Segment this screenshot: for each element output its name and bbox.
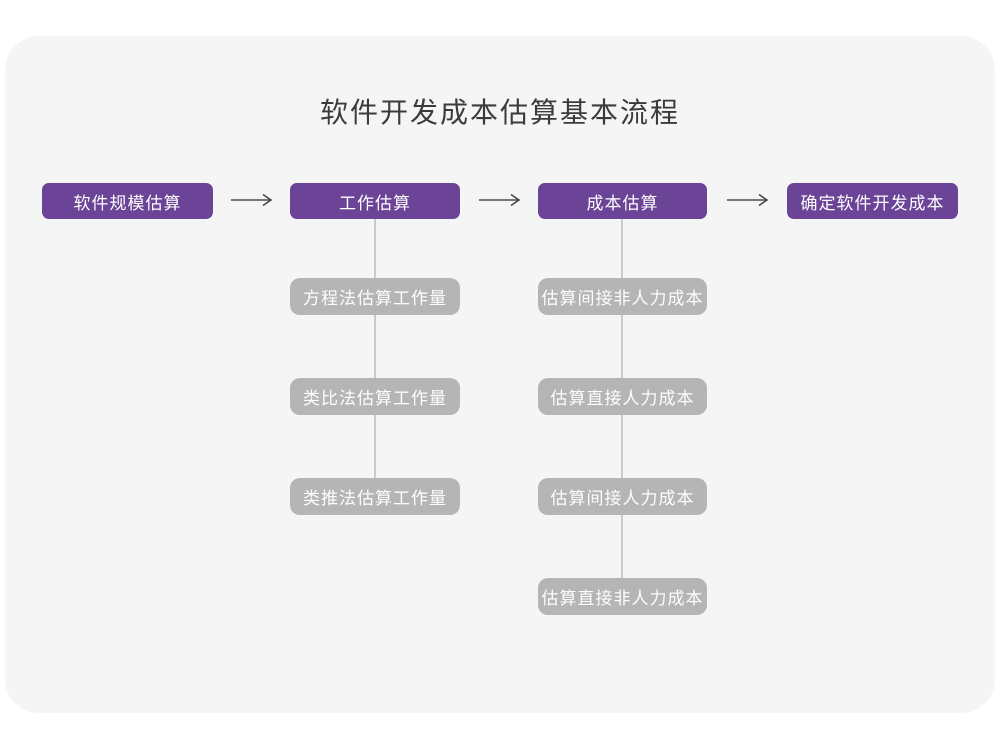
page-title: 软件开发成本估算基本流程 [319, 97, 680, 128]
flow-arrow-icon [478, 192, 522, 208]
flowchart-card [5, 36, 995, 713]
method-label: 类比法估算工作量 [303, 389, 447, 408]
stage-label: 工作估算 [339, 193, 411, 213]
cost-step-box-indirect-nonlabor: 估算间接非人力成本 [538, 278, 707, 315]
stage-box-work-estimation: 工作估算 [290, 183, 460, 219]
flow-arrow-icon [230, 192, 274, 208]
cost-step-box-direct-labor: 估算直接人力成本 [538, 378, 707, 415]
cost-step-label: 估算直接人力成本 [550, 389, 695, 408]
method-box-equation: 方程法估算工作量 [290, 278, 460, 315]
cost-step-label: 估算间接人力成本 [550, 489, 695, 508]
connector-line-work-estimation [374, 219, 376, 479]
stage-label: 软件规模估算 [73, 193, 182, 213]
cost-step-box-indirect-labor: 估算间接人力成本 [538, 478, 707, 515]
method-label: 类推法估算工作量 [303, 489, 447, 508]
cost-step-box-direct-nonlabor: 估算直接非人力成本 [538, 578, 707, 615]
stage-box-software-scale-estimation: 软件规模估算 [42, 183, 213, 219]
method-box-analogy: 类比法估算工作量 [290, 378, 460, 415]
method-box-extrapolation: 类推法估算工作量 [290, 478, 460, 515]
stage-box-cost-estimation: 成本估算 [538, 183, 707, 219]
method-label: 方程法估算工作量 [303, 289, 447, 308]
flow-arrow-icon [726, 192, 770, 208]
cost-step-label: 估算间接非人力成本 [541, 289, 704, 308]
stage-box-determine-development-cost: 确定软件开发成本 [787, 183, 958, 219]
cost-step-label: 估算直接非人力成本 [541, 589, 704, 608]
stage-label: 确定软件开发成本 [800, 193, 945, 213]
stage-label: 成本估算 [586, 193, 659, 213]
